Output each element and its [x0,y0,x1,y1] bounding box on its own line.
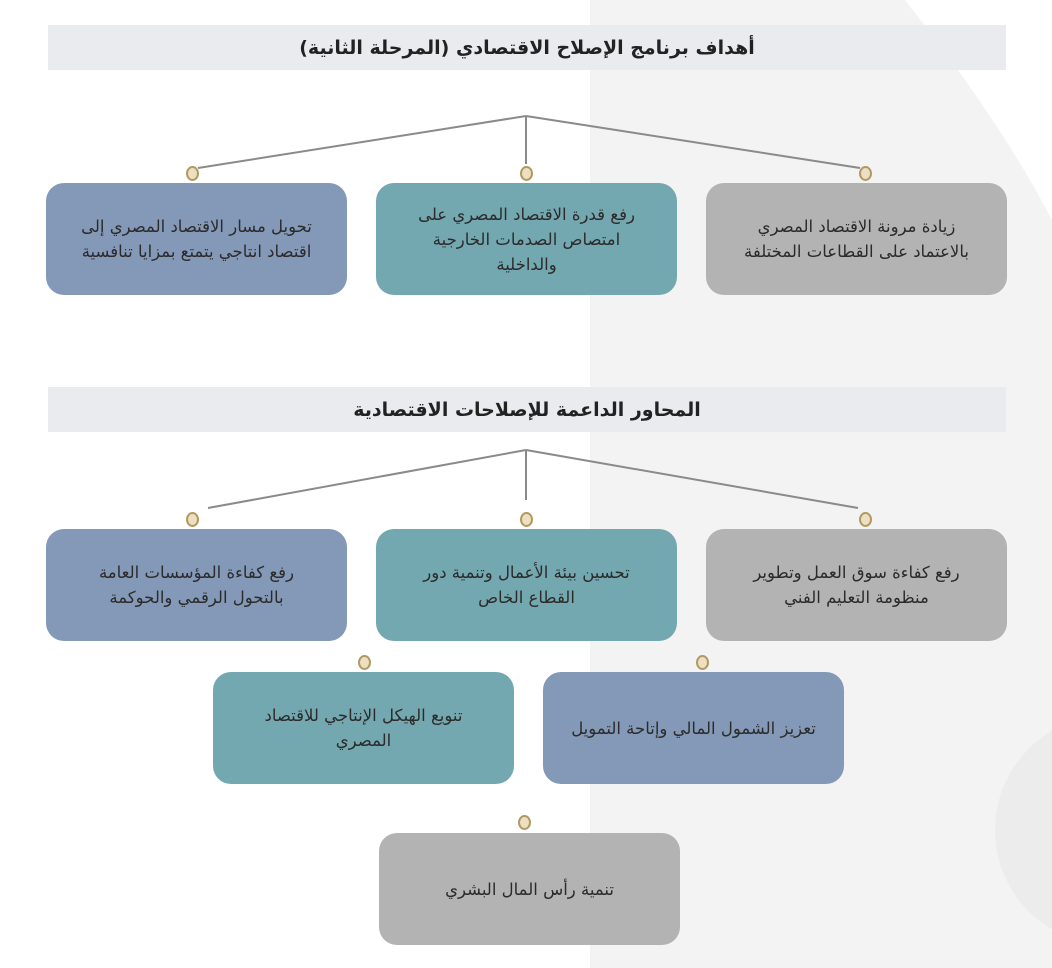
connector-dot [186,512,199,527]
connector-dot [520,166,533,181]
section1-title: أهداف برنامج الإصلاح الاقتصادي (المرحلة … [48,25,1006,70]
connector-dot [520,512,533,527]
pillar-box: رفع كفاءة سوق العمل وتطوير منظومة التعلي… [706,529,1007,641]
section2-title: المحاور الداعمة للإصلاحات الاقتصادية [48,387,1006,432]
connector-dot [518,815,531,830]
pillar-box: تحسين بيئة الأعمال وتنمية دور القطاع الخ… [376,529,677,641]
pillar-box: رفع كفاءة المؤسسات العامة بالتحول الرقمي… [46,529,347,641]
pillar-box: تنويع الهيكل الإنتاجي للاقتصاد المصري [213,672,514,784]
connector-dot [859,512,872,527]
pillar-box: تنمية رأس المال البشري [379,833,680,945]
goal-box: رفع قدرة الاقتصاد المصري على امتصاص الصد… [376,183,677,295]
connector-dot [859,166,872,181]
connector-dot [186,166,199,181]
goal-box: زيادة مرونة الاقتصاد المصري بالاعتماد عل… [706,183,1007,295]
goal-box: تحويل مسار الاقتصاد المصري إلى اقتصاد ان… [46,183,347,295]
connector-dot [696,655,709,670]
connector-dot [358,655,371,670]
pillar-box: تعزيز الشمول المالي وإتاحة التمويل [543,672,844,784]
